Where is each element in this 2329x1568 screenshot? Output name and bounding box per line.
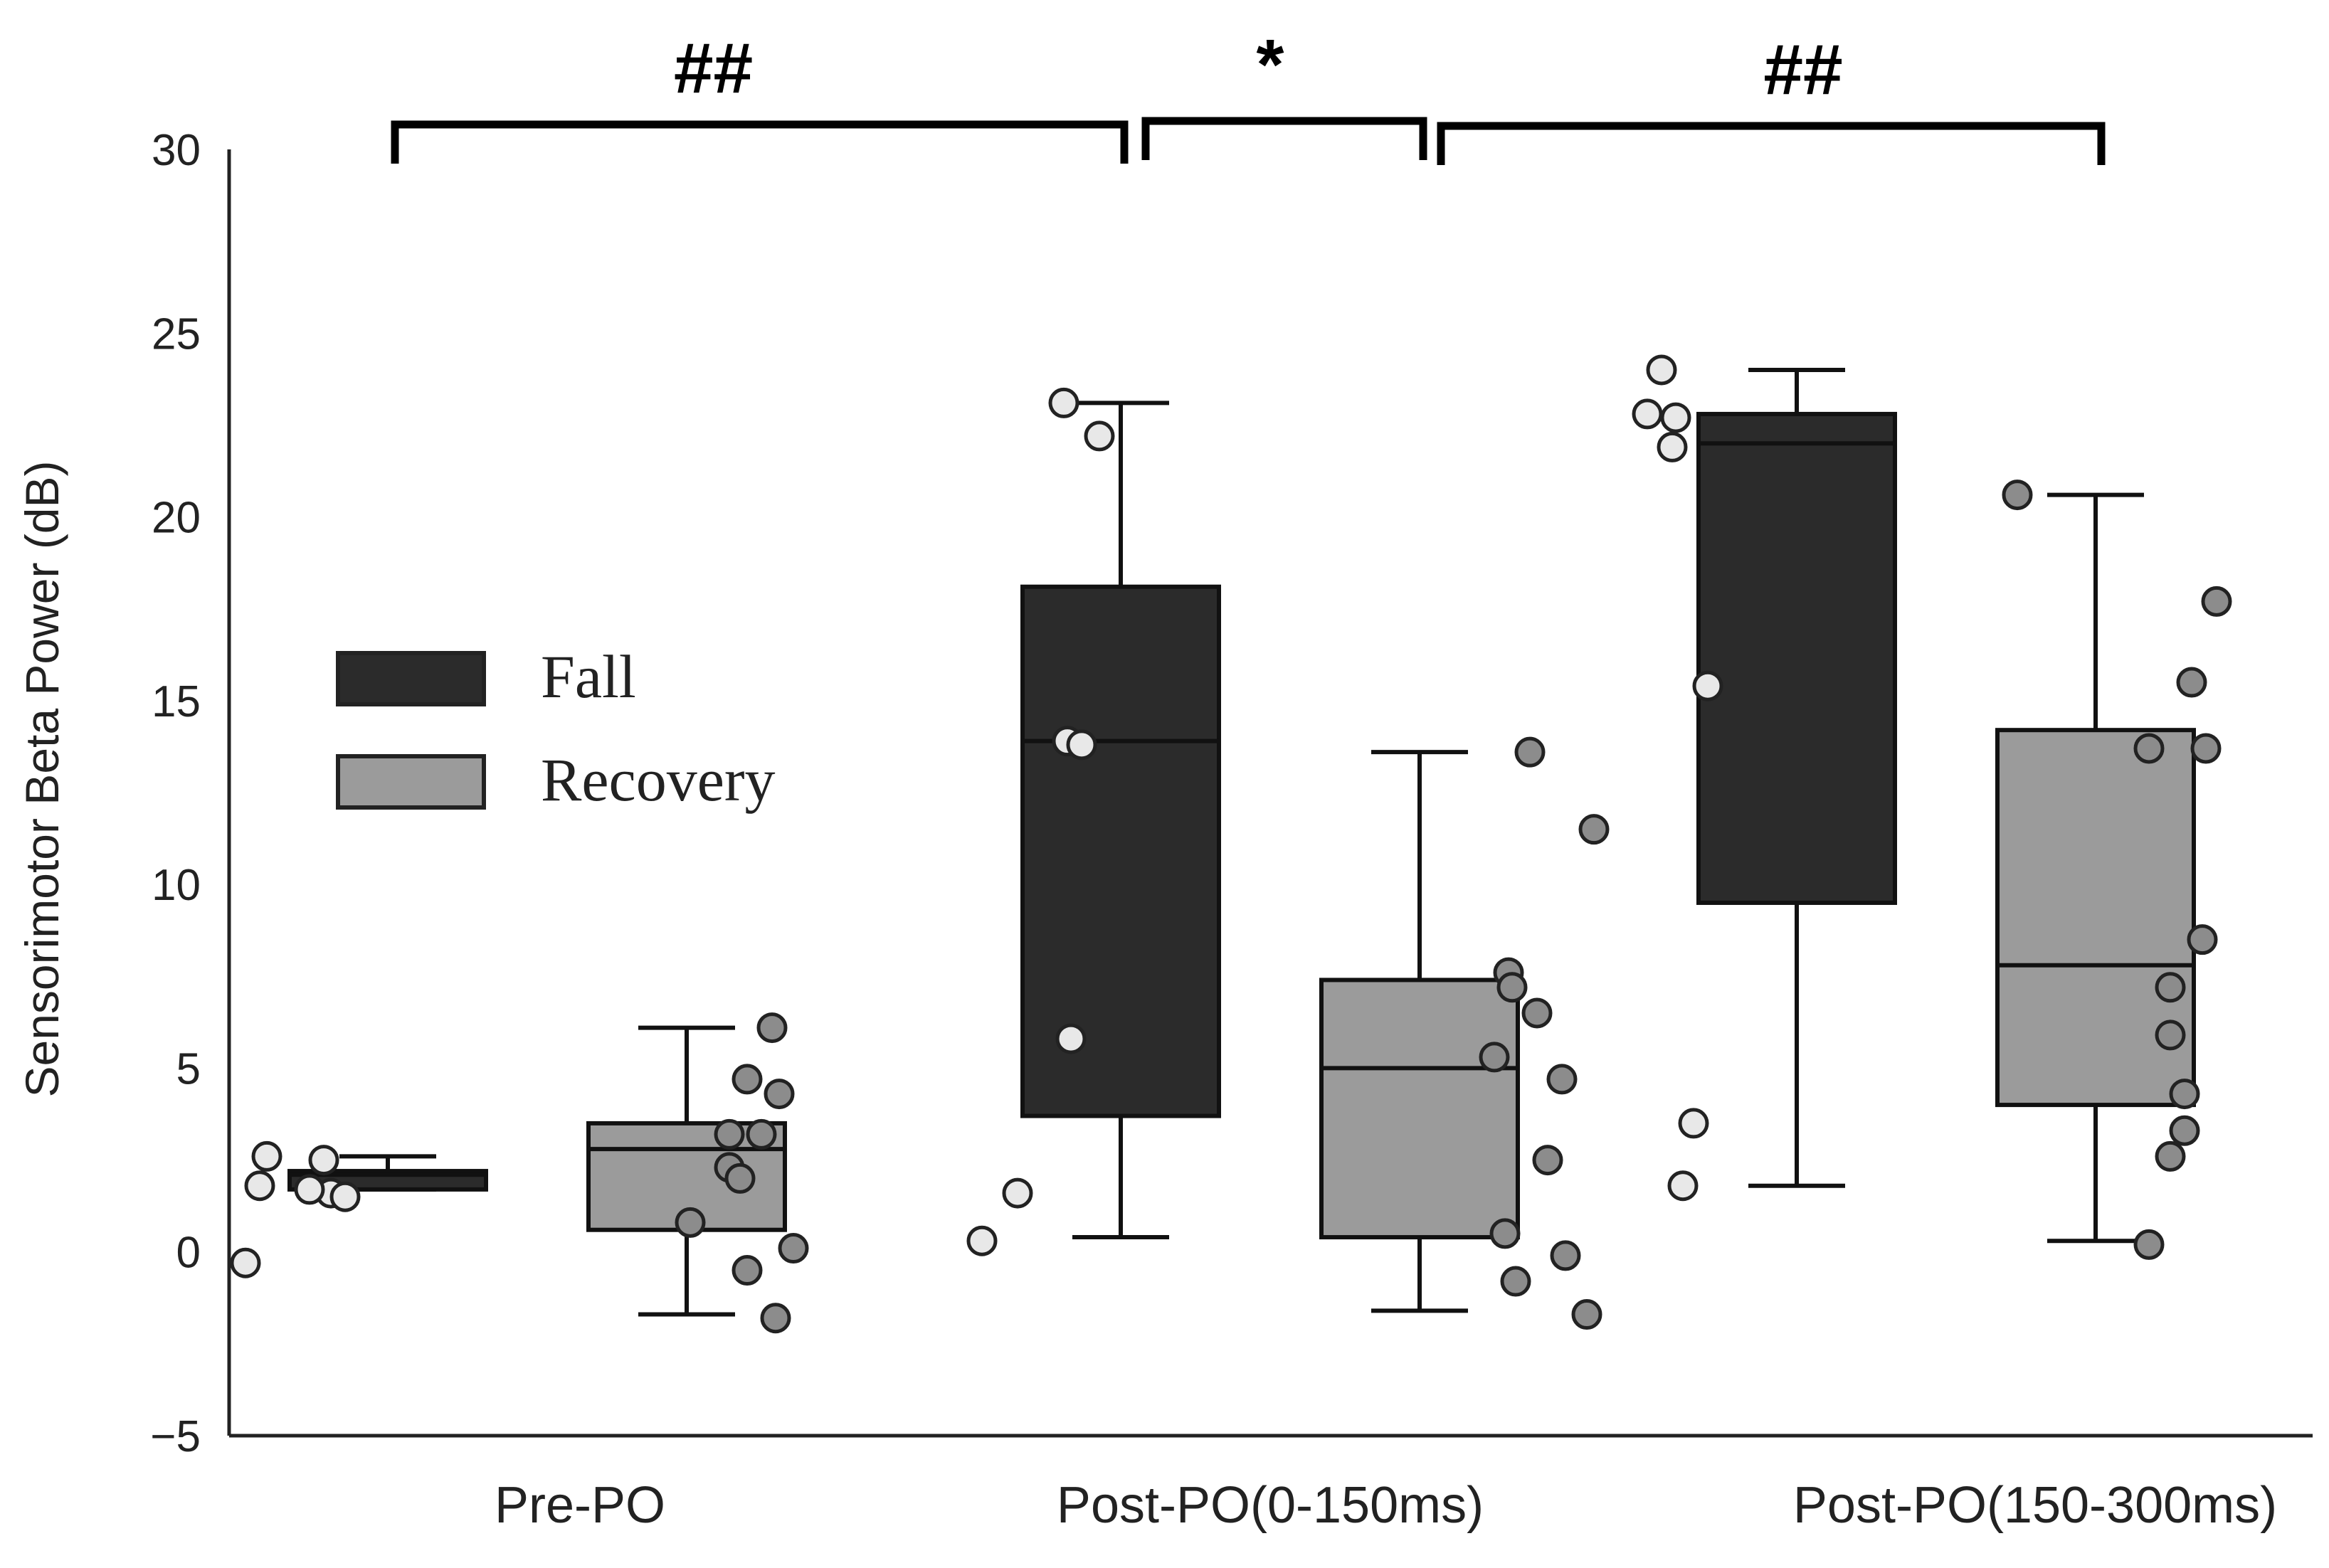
point-recovery	[1578, 814, 1610, 845]
point-fall	[294, 1174, 325, 1205]
y-tick-label: 15	[152, 677, 201, 726]
box-recovery-post-po-0-150ms	[1319, 750, 1520, 1313]
point-recovery	[746, 1118, 777, 1150]
significance-bracket: *	[1141, 25, 1427, 160]
point-recovery	[1550, 1240, 1581, 1271]
x-category-label: Post-PO(0-150ms)	[1057, 1477, 1484, 1534]
point-recovery	[2155, 1140, 2186, 1172]
point-recovery	[764, 1079, 795, 1110]
point-recovery	[760, 1303, 791, 1334]
significance-bracket: ##	[391, 28, 1129, 164]
point-recovery	[1496, 972, 1528, 1003]
significance-label: ##	[674, 28, 753, 108]
y-axis-label: Sensorimotor Beta Power (dB)	[16, 460, 68, 1097]
legend-swatch-recovery	[336, 754, 486, 810]
y-tick-label: 0	[176, 1229, 201, 1278]
legend: Fall Recovery	[336, 642, 776, 814]
y-tick-label: 30	[152, 126, 201, 175]
point-recovery	[1521, 997, 1553, 1029]
point-recovery	[2176, 667, 2207, 698]
legend-label-fall: Fall	[541, 642, 636, 711]
point-recovery	[2201, 586, 2232, 617]
point-recovery	[2187, 924, 2218, 955]
point-recovery	[756, 1012, 788, 1044]
point-recovery	[778, 1233, 809, 1264]
point-fall	[1667, 1170, 1699, 1202]
point-recovery	[2169, 1115, 2200, 1146]
box-recovery-post-po-150-300ms	[1995, 492, 2196, 1244]
point-recovery	[1532, 1145, 1563, 1176]
point-recovery	[2133, 1229, 2165, 1260]
significance-label: ##	[1763, 30, 1842, 110]
point-recovery	[2155, 1019, 2186, 1051]
point-recovery	[1514, 736, 1546, 768]
x-category-label: Post-PO(150-300ms)	[1793, 1477, 2277, 1534]
point-recovery	[732, 1064, 763, 1095]
y-tick-label: −5	[150, 1412, 201, 1461]
point-fall	[244, 1170, 275, 1202]
box-series	[287, 367, 2196, 1317]
box-fall-post-po-150-300ms	[1696, 367, 1897, 1188]
legend-label-recovery: Recovery	[541, 746, 776, 814]
x-category-labels: Pre-PO Post-PO(0-150ms) Post-PO(150-300ms)	[495, 1477, 2277, 1534]
point-fall	[1066, 729, 1097, 761]
box-iqr	[1020, 584, 1221, 1118]
point-fall	[966, 1225, 998, 1256]
point-recovery	[2155, 972, 2186, 1003]
significance-bracket: ##	[1437, 30, 2106, 165]
point-recovery	[2002, 480, 2033, 511]
point-fall	[1055, 1023, 1087, 1054]
point-fall	[308, 1145, 339, 1176]
x-category-label: Pre-PO	[495, 1477, 665, 1534]
point-fall	[1657, 431, 1688, 462]
point-recovery	[1500, 1266, 1531, 1297]
y-tick-label: 25	[152, 309, 201, 359]
box-iqr	[1696, 411, 1897, 905]
point-recovery	[724, 1162, 756, 1194]
significance-annotations: ## * ##	[391, 25, 2106, 165]
point-recovery	[1489, 1218, 1521, 1249]
data-points	[230, 354, 2232, 1334]
point-fall	[1048, 387, 1079, 418]
bracket-line	[391, 120, 1129, 164]
point-fall	[1084, 420, 1115, 452]
y-tick-label: 5	[176, 1044, 201, 1093]
point-recovery	[1479, 1042, 1510, 1073]
point-recovery	[2169, 1079, 2200, 1110]
point-fall	[1632, 398, 1663, 430]
point-recovery	[714, 1118, 745, 1150]
point-recovery	[675, 1207, 706, 1238]
legend-swatch-fall	[336, 651, 486, 706]
point-fall	[1660, 402, 1691, 433]
bracket-line	[1141, 117, 1427, 160]
point-fall	[329, 1181, 361, 1212]
box-fall-post-po-0-150ms	[1020, 401, 1221, 1240]
point-fall	[1646, 354, 1677, 386]
point-fall	[1692, 670, 1723, 701]
y-ticks: −5 0 5 10 15 20 25 30	[150, 126, 201, 1461]
bracket-line	[1437, 122, 2106, 165]
point-fall	[230, 1247, 261, 1278]
point-recovery	[732, 1255, 763, 1286]
point-recovery	[1571, 1299, 1602, 1330]
point-fall	[1678, 1108, 1709, 1139]
significance-label: *	[1257, 25, 1284, 105]
point-recovery	[1546, 1064, 1578, 1095]
y-tick-label: 20	[152, 494, 201, 543]
axes: −5 0 5 10 15 20 25 30 Sensorimotor Beta Power (…	[16, 126, 2313, 1534]
box-iqr	[1319, 978, 1520, 1240]
point-recovery	[2190, 733, 2222, 764]
y-tick-label: 10	[152, 861, 201, 910]
point-recovery	[2133, 733, 2165, 764]
point-fall	[251, 1140, 282, 1172]
point-fall	[1002, 1177, 1033, 1209]
